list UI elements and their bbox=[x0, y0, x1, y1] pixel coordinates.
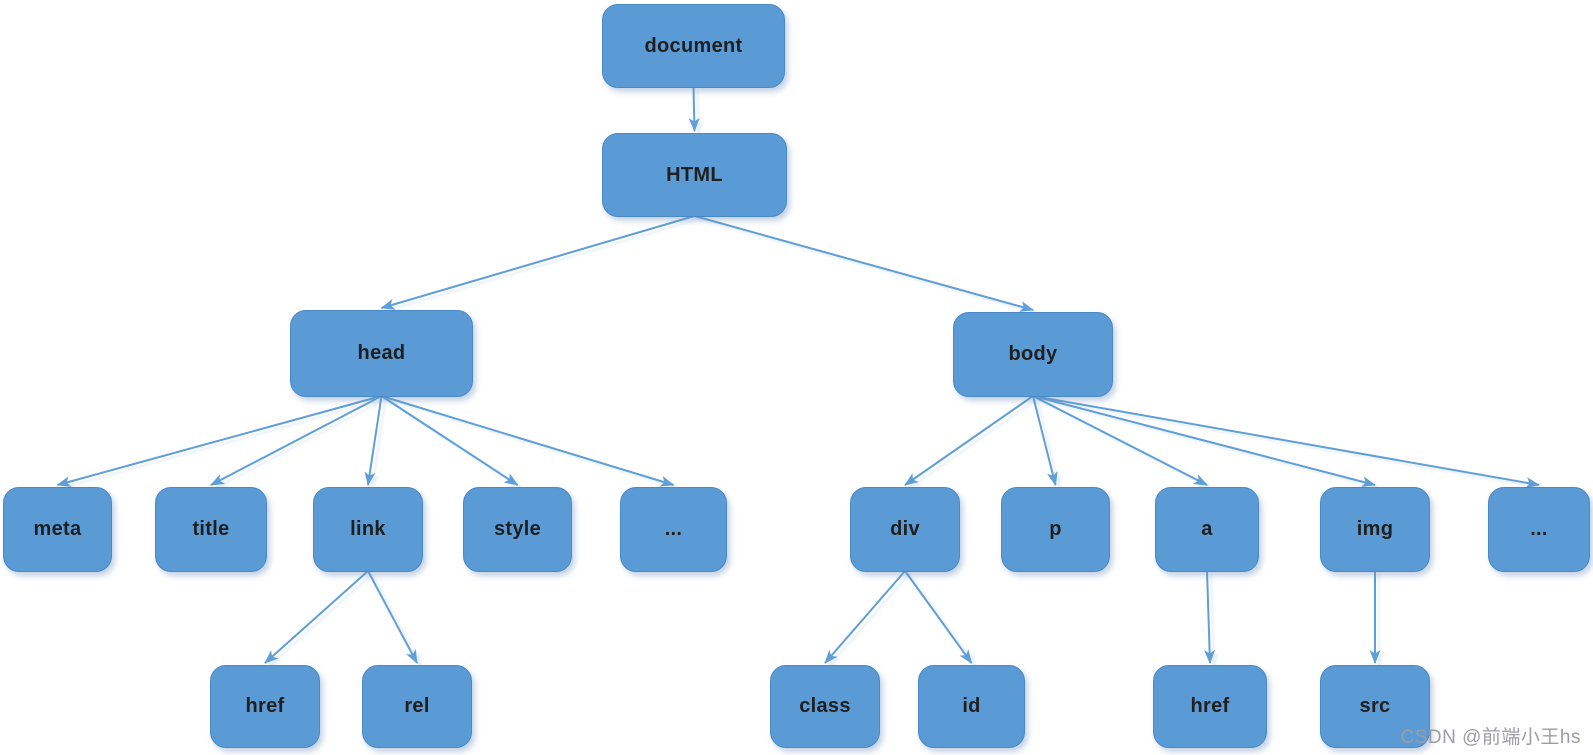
tree-node-head-ellipsis: ... bbox=[620, 487, 727, 572]
tree-node-document: document bbox=[602, 4, 785, 88]
tree-edge-head-title bbox=[210, 395, 382, 486]
tree-edge-a-a-href bbox=[1204, 570, 1216, 664]
tree-node-body-ellipsis: ... bbox=[1488, 487, 1590, 572]
tree-node-link-rel: rel bbox=[362, 665, 472, 748]
tree-node-div-id: id bbox=[918, 665, 1025, 748]
tree-edge-div-div-class bbox=[824, 570, 906, 664]
tree-node-img-src: src bbox=[1320, 665, 1430, 748]
tree-edge-body-p bbox=[1032, 395, 1058, 486]
tree-edge-body-img bbox=[1032, 395, 1376, 488]
tree-node-a: a bbox=[1155, 487, 1259, 572]
tree-node-head: head bbox=[290, 310, 473, 397]
tree-edge-link-link-href bbox=[264, 570, 369, 664]
tree-edge-head-head-ellipsis bbox=[381, 395, 675, 487]
tree-edge-document-html bbox=[688, 86, 700, 132]
tree-node-img: img bbox=[1320, 487, 1430, 572]
tree-edge-head-style bbox=[380, 395, 519, 486]
tree-node-title: title bbox=[155, 487, 267, 572]
tree-edge-body-div bbox=[904, 395, 1034, 486]
tree-node-p: p bbox=[1001, 487, 1110, 572]
tree-node-a-href: href bbox=[1153, 665, 1267, 748]
tree-node-html: HTML bbox=[602, 133, 787, 217]
tree-node-link: link bbox=[313, 487, 423, 572]
watermark: CSDN @前端小王hs bbox=[1400, 727, 1581, 748]
tree-edge-div-div-id bbox=[904, 570, 973, 664]
tree-node-meta: meta bbox=[3, 487, 112, 572]
tree-edge-head-link bbox=[364, 395, 383, 486]
tree-edge-link-link-rel bbox=[367, 570, 418, 664]
tree-edge-body-body-ellipsis bbox=[1032, 395, 1540, 489]
tree-edge-body-a bbox=[1032, 395, 1208, 486]
tree-edge-html-head bbox=[380, 215, 695, 310]
tree-edge-head-meta bbox=[56, 395, 382, 487]
tree-node-body: body bbox=[953, 312, 1113, 397]
tree-node-link-href: href bbox=[210, 665, 320, 748]
tree-node-style: style bbox=[463, 487, 572, 572]
tree-node-div: div bbox=[850, 487, 960, 572]
tree-node-div-class: class bbox=[770, 665, 880, 748]
tree-edge-html-body bbox=[694, 215, 1034, 312]
